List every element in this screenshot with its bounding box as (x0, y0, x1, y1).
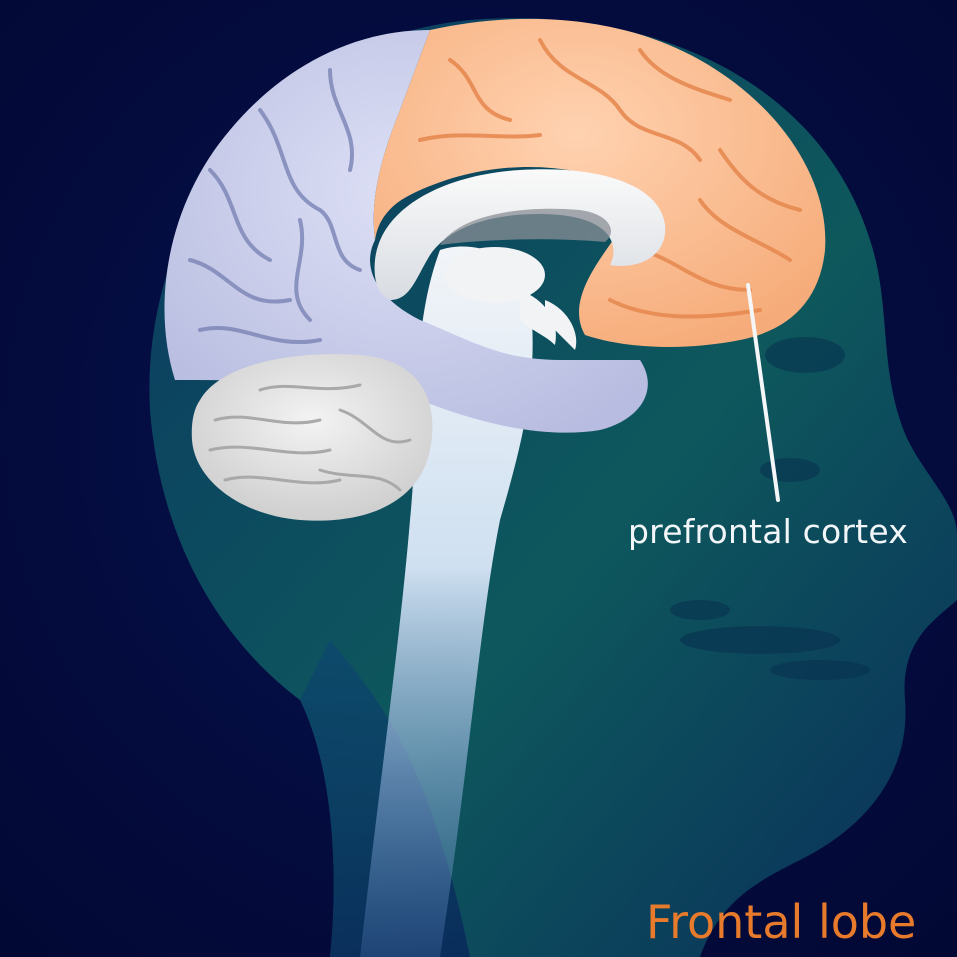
prefrontal-cortex-label: prefrontal cortex (628, 512, 908, 551)
frontal-lobe-title: Frontal lobe (646, 895, 916, 949)
